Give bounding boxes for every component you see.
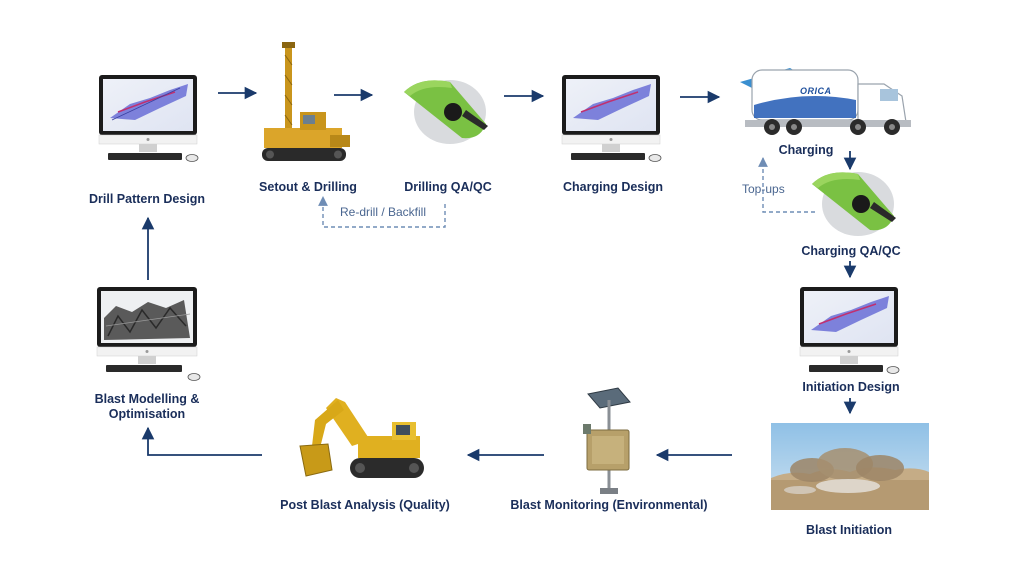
redrill-loop	[318, 196, 446, 228]
label-charging-qaqc: Charging QA/QC	[801, 244, 901, 258]
label-charging: Charging	[778, 143, 834, 157]
truck-logo-text: ORICA	[800, 86, 832, 96]
label-blast-monitoring: Blast Monitoring (Environmental)	[510, 498, 708, 512]
note-redrill-backfill: Re-drill / Backfill	[340, 205, 427, 219]
label-drilling-qaqc: Drilling QA/QC	[404, 180, 492, 194]
monitoring-station-icon	[583, 387, 631, 494]
label-setout-drilling: Setout & Drilling	[259, 180, 357, 194]
label-charging-design: Charging Design	[562, 180, 663, 194]
computer-icon-initiation-design	[799, 287, 900, 374]
tape-measure-icon-drilling	[404, 80, 488, 144]
label-drill-pattern-design: Drill Pattern Design	[89, 192, 205, 206]
blast-photo	[771, 423, 929, 510]
arrow-analysis-to-modelling	[141, 426, 262, 456]
label-post-blast-analysis: Post Blast Analysis (Quality)	[280, 498, 450, 512]
label-blast-initiation: Blast Initiation	[805, 523, 893, 537]
computer-icon-charging-design	[561, 75, 662, 162]
note-topups: Top-ups	[742, 182, 785, 196]
label-blast-modelling-line1: Blast Modelling &	[94, 392, 200, 406]
drill-rig-icon	[262, 42, 350, 161]
label-initiation-design: Initiation Design	[802, 380, 900, 394]
label-blast-modelling-line2: Optimisation	[108, 407, 186, 421]
charging-truck-icon	[740, 68, 911, 135]
tape-measure-icon-charging	[812, 172, 896, 236]
computer-icon-blast-modelling	[96, 287, 201, 381]
flow-arrows	[141, 86, 857, 462]
topups-loop	[758, 157, 815, 213]
excavator-icon	[299, 398, 424, 478]
computer-icon-drill-pattern	[98, 75, 199, 162]
feedback-loops	[318, 157, 815, 228]
